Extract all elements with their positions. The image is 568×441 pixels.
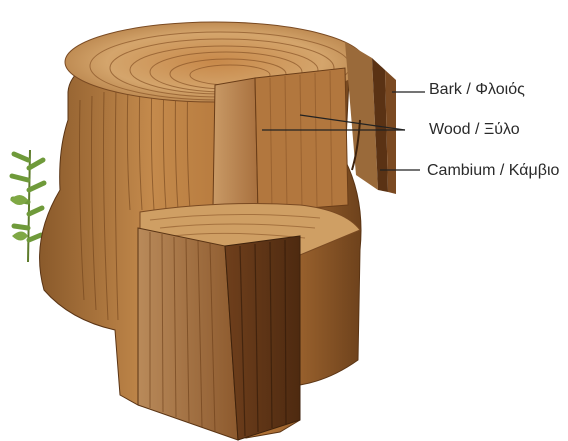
heartwood-cube: [213, 68, 348, 212]
bark-layers: [345, 42, 396, 194]
leaf-sprig: [10, 150, 44, 262]
cambium-label: Cambium / Κάμβιο: [427, 162, 559, 180]
bark-label: Bark / Φλοιός: [429, 81, 525, 99]
front-wood-block: [138, 228, 300, 440]
wood-label: Wood / Ξύλο: [429, 121, 520, 139]
